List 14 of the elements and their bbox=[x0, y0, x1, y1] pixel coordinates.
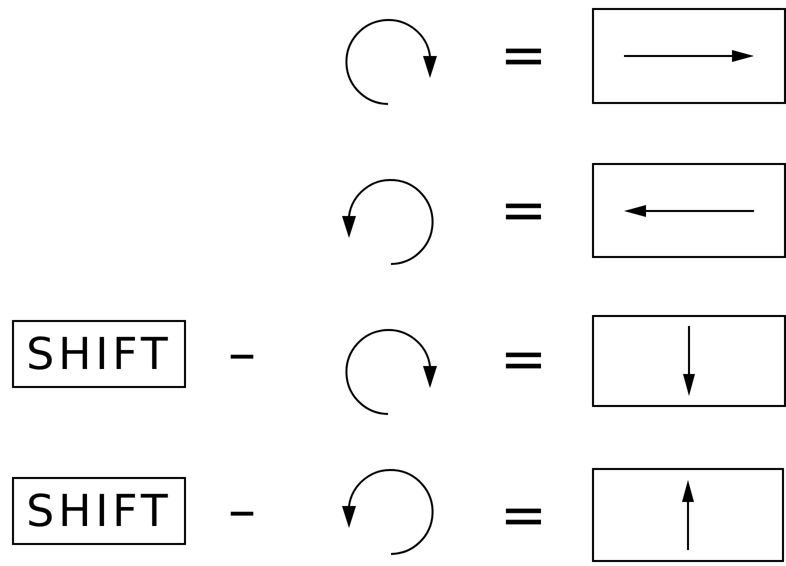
equals-sign: = bbox=[500, 28, 547, 84]
key-box bbox=[12, 320, 186, 388]
key-box bbox=[592, 315, 786, 407]
equals-sign: = bbox=[500, 488, 547, 544]
equals-sign: = bbox=[500, 332, 547, 388]
key-box bbox=[592, 8, 786, 104]
key-box bbox=[592, 163, 786, 258]
minus-sign: – bbox=[228, 326, 256, 382]
equals-sign: = bbox=[500, 183, 547, 239]
minus-sign: – bbox=[228, 483, 256, 539]
key-box bbox=[12, 477, 186, 545]
key-box bbox=[592, 468, 784, 562]
key-label: SHIFT bbox=[26, 328, 172, 380]
key-label: SHIFT bbox=[26, 486, 172, 536]
